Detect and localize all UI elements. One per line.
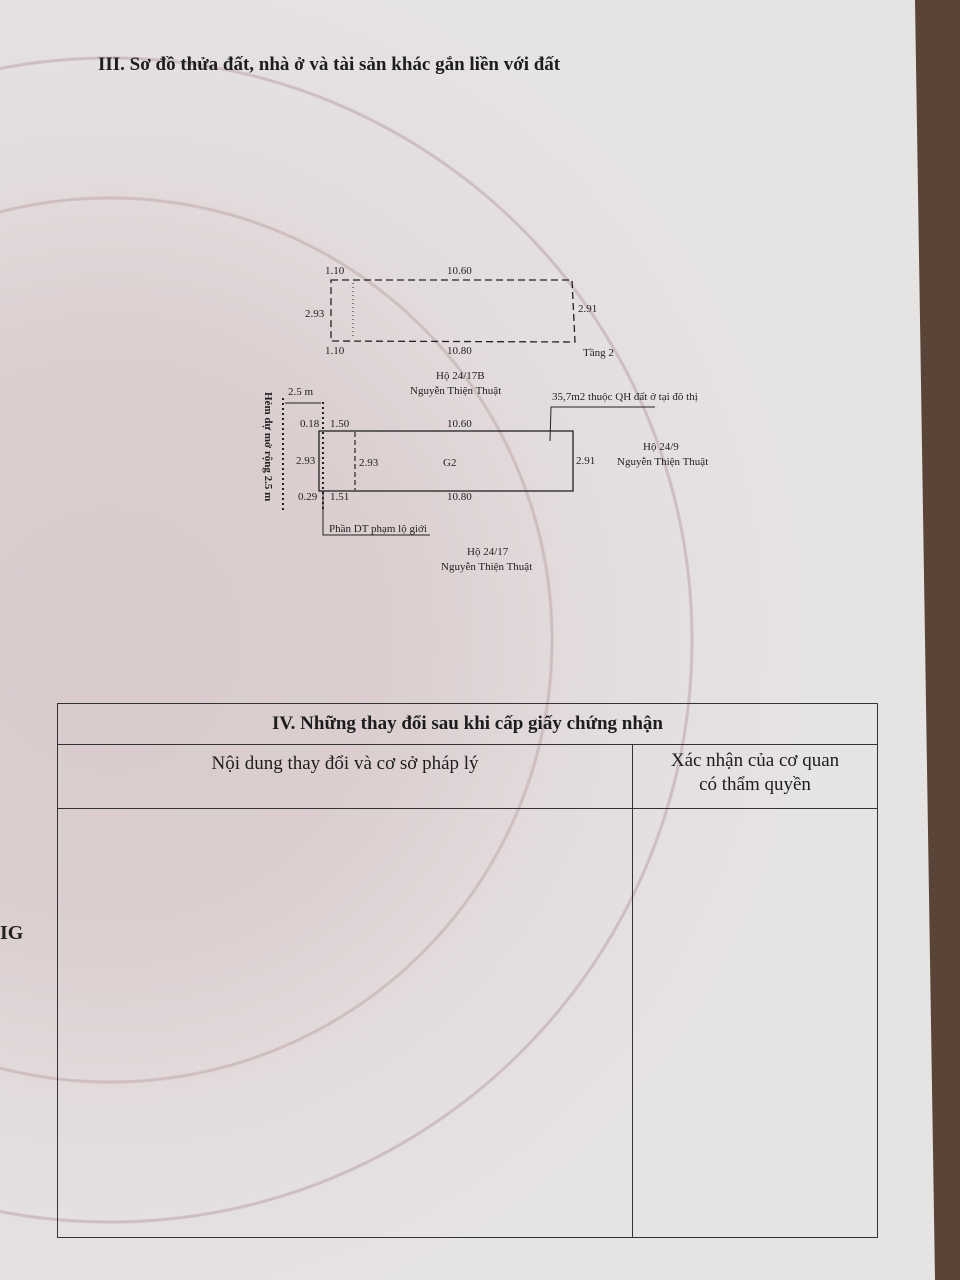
planning-leader [549,406,655,442]
side-page-fragment: IG [0,922,24,944]
ground-inner-dim: 2.93 [359,457,379,469]
ground-bottom-left-dim: 1.51 [330,491,350,503]
plot-id: G2 [443,457,457,469]
alley-label: Hẻm dự mở rộng 2.5 m [262,392,274,502]
floor2-bottom-left-dim: 1.10 [325,345,345,357]
encroach-note: Phần DT phạm lộ giới [329,523,427,535]
ground-top-dim: 10.60 [447,418,472,430]
east-neighbor-id: Hộ 24/9 [643,441,679,453]
east-neighbor-street: Nguyễn Thiện Thuật [617,456,709,468]
floor2-top-left-dim: 1.10 [325,265,345,277]
floor2-label: Tầng 2 [583,347,614,359]
ground-left-dim: 2.93 [296,455,316,467]
confirmation-cell [632,808,878,1238]
planning-note: 35,7m2 thuộc QH đất ở tại đô thị [552,391,698,403]
south-neighbor-id: Hộ 24/17 [467,546,509,558]
content-cell [57,808,633,1238]
ground-bottom-small-dim: 0.29 [298,491,318,503]
north-neighbor-street: Nguyễn Thiện Thuật [410,385,502,397]
north-neighbor-id: Hộ 24/17B [436,370,485,382]
section-4-title: IV. Những thay đổi sau khi cấp giấy chứn… [57,703,878,745]
floor2-top-dim: 10.60 [447,265,472,277]
encroach-leader [322,491,430,536]
section-3-title: III. Sơ đồ thửa đất, nhà ở và tài sản kh… [98,54,561,75]
confirmation-line-1: Xác nhận của cơ quan [670,750,840,771]
south-neighbor-street: Nguyễn Thiện Thuật [441,561,533,573]
alley-width: 2.5 m [288,386,314,398]
ground-top-small-dim: 0.18 [300,418,320,430]
floor2-bottom-dim: 10.80 [447,345,472,357]
ground-top-left-dim: 1.50 [330,418,350,430]
floor2-left-dim: 2.93 [305,308,325,320]
column-header-content: Nội dung thay đổi và cơ sở pháp lý [57,744,633,809]
confirmation-line-2: có thẩm quyền [699,774,811,795]
land-plot-diagram [282,279,655,536]
ground-bottom-dim: 10.80 [447,491,472,503]
ground-right-dim: 2.91 [576,455,596,467]
column-header-confirmation: Xác nhận của cơ quan có thẩm quyền [632,744,878,809]
floor2-right-dim: 2.91 [578,303,598,315]
ground-plot-outline [318,430,574,492]
changes-table: IV. Những thay đổi sau khi cấp giấy chứn… [57,703,878,1238]
floor2-outline [330,279,576,343]
